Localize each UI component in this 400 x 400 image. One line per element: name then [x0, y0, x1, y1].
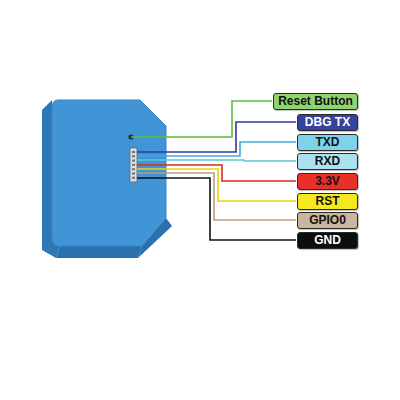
pin-label-box: GPIO0 [297, 212, 358, 229]
leader-wire [137, 122, 296, 152]
header-pin [132, 164, 135, 166]
header-pin [132, 177, 135, 179]
leader-wire [137, 142, 296, 156]
header-pin [132, 160, 135, 162]
header-pin [132, 168, 135, 170]
header-pin [132, 173, 135, 175]
pin-name: 3.3V [315, 175, 340, 187]
device-bottom [56, 246, 142, 258]
pin-label-box: DBG TX [297, 114, 358, 131]
pin-name: GND [314, 234, 341, 246]
pin-name: RST [316, 195, 340, 207]
pin-label-box: RXD [297, 153, 358, 170]
pin-label-box: TXD [297, 134, 358, 151]
pin-name: TXD [316, 136, 340, 148]
leader-wire [137, 173, 296, 220]
pin-name: GPIO0 [309, 214, 346, 226]
pin-name: DBG TX [305, 116, 350, 128]
header-pin [132, 155, 135, 157]
pin-name: Reset Button [278, 95, 353, 107]
pin-label-box: Reset Button [273, 93, 358, 110]
leader-wire [137, 160, 296, 161]
pin-header [130, 148, 137, 182]
leader-wire [137, 178, 296, 240]
pin-label-box: GND [297, 232, 358, 249]
pin-label-box: RST [297, 193, 358, 210]
pin-name: RXD [315, 155, 340, 167]
header-pin [132, 151, 135, 153]
leader-wire [131, 101, 272, 137]
pin-label-box: 3.3V [297, 173, 358, 190]
